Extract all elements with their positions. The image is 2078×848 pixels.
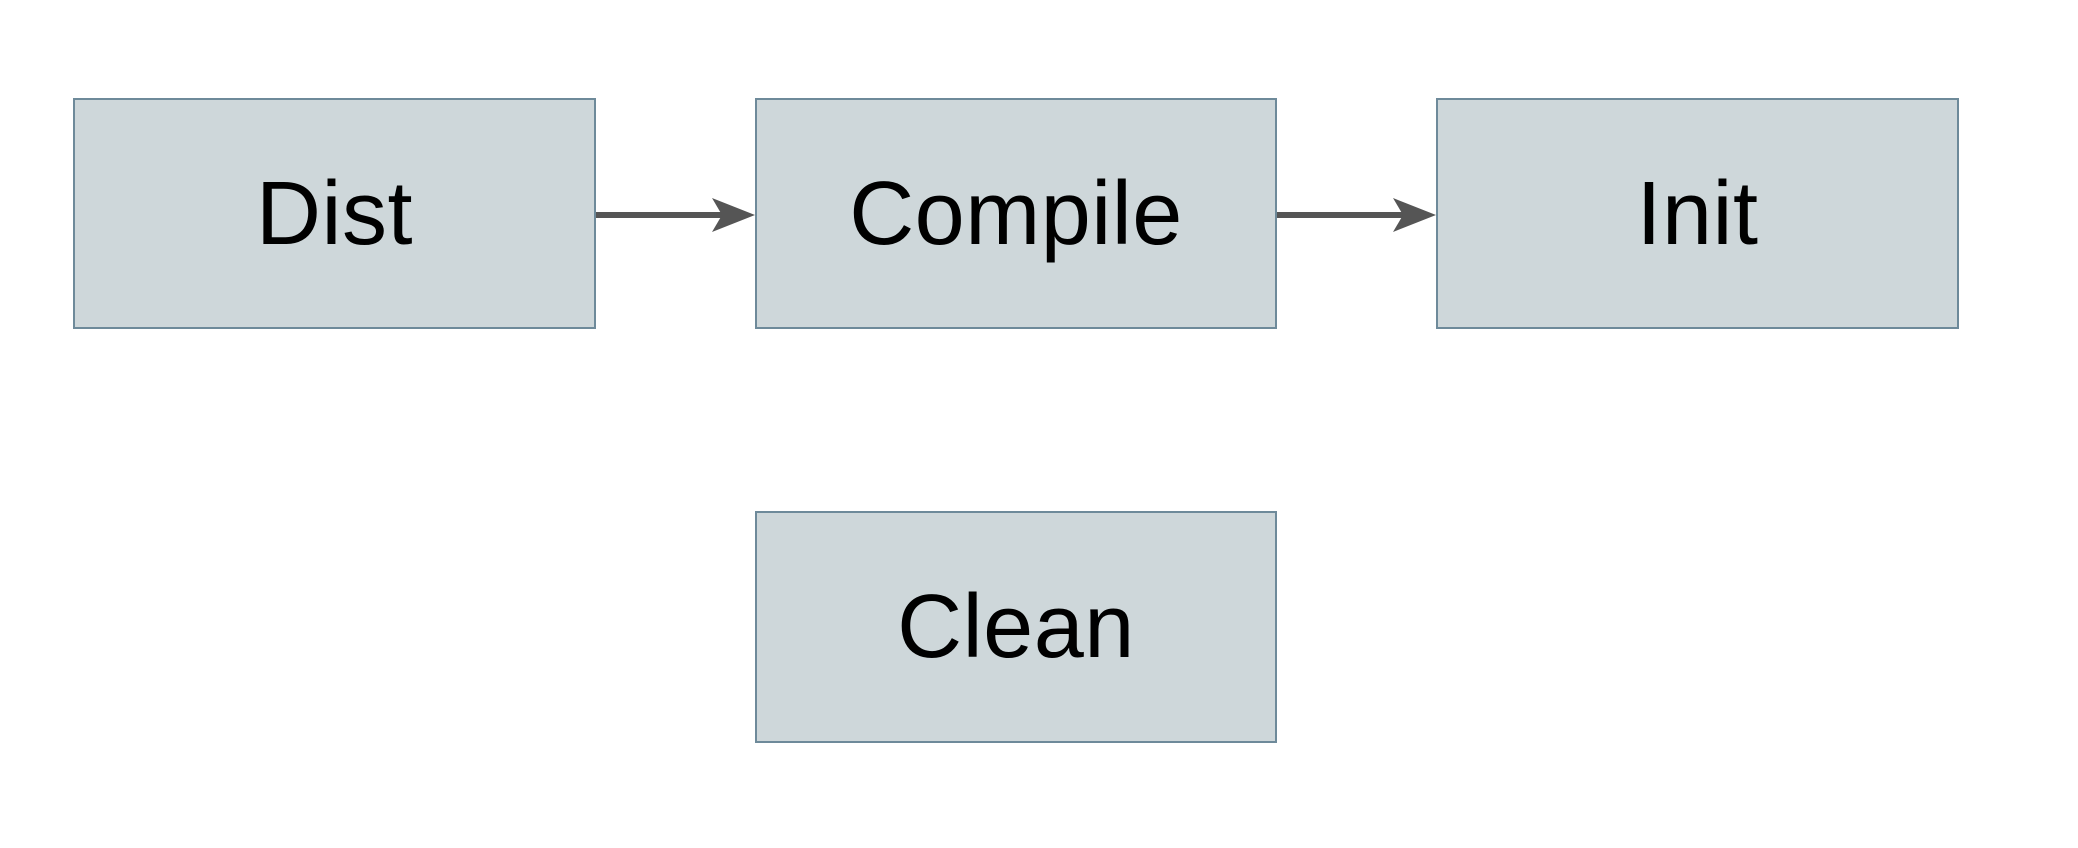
- node-label: Compile: [849, 163, 1183, 264]
- node-label: Init: [1636, 163, 1759, 264]
- node-compile[interactable]: Compile: [755, 98, 1277, 329]
- node-label: Dist: [256, 163, 413, 264]
- node-dist[interactable]: Dist: [73, 98, 596, 329]
- node-label: Clean: [897, 577, 1135, 677]
- node-init[interactable]: Init: [1436, 98, 1959, 329]
- arrowhead-icon: [1393, 198, 1436, 232]
- node-clean[interactable]: Clean: [755, 511, 1277, 743]
- arrowhead-icon: [712, 198, 755, 232]
- edge-compile-to-init[interactable]: [1277, 198, 1436, 232]
- edge-dist-to-compile[interactable]: [596, 198, 755, 232]
